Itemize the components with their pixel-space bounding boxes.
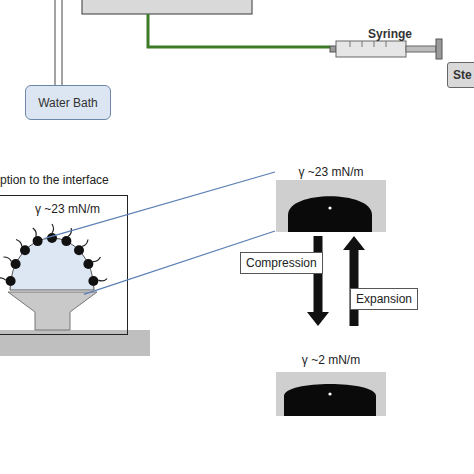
pedestal [8,292,97,330]
syringe-thumb [436,39,442,59]
surfactant-tail [68,228,71,236]
syringe-hub [330,46,336,52]
surfactant-head [83,259,93,269]
surfactant-head [61,236,71,246]
surfactant-head [33,236,43,246]
surfactant-tail [82,240,88,247]
syringe-mark [386,41,387,47]
surfactant-tail [33,228,36,236]
water-tube [54,0,55,85]
caption-fragment: ption to the interface [0,173,109,187]
part-label: Syringe [368,27,412,41]
surfactant-head [74,245,84,255]
drop [10,238,94,290]
node-text: Ste [453,68,474,82]
node-text: γ ~23 mN/m [35,202,127,216]
motor-box: Ste [447,62,474,88]
zoom-line [45,172,275,238]
surfactant-head [47,233,57,243]
surfactant-tail [4,257,12,262]
node-text: Water Bath [38,96,98,110]
tubing [148,14,330,47]
node-text: γ ~2 mN/m [275,353,387,367]
instrument-box [82,0,252,14]
edge-label: Compression [240,252,323,274]
surfactant-head [88,276,98,286]
water-tube [61,0,62,85]
block-arrow [307,236,329,326]
water-bath-box: Water Bath [25,85,111,120]
edge-label: Expansion [350,288,418,310]
syringe-mark [350,41,351,47]
syringe-plunger [406,46,436,52]
reflection [328,392,331,395]
block-arrow [343,236,365,326]
drop-image: γ ~23 mN/m [275,160,387,232]
surfactant-tail [93,257,101,262]
surfactant-head [6,276,16,286]
node-text: γ ~23 mN/m [275,165,387,179]
surfactant-tail [98,279,107,281]
syringe-mark [362,41,363,47]
drop-photo [276,372,386,416]
syringe-mark [374,41,375,47]
reflection [328,206,331,209]
surfactant-head [11,259,21,269]
surfactant-tail [0,278,6,280]
drop-photo [276,180,386,232]
drop-silhouette [288,196,372,232]
surfactant-tail [52,224,54,233]
syringe-barrel [336,41,406,57]
drop-panel: γ ~23 mN/m [0,195,128,335]
drop-silhouette [284,384,376,416]
drop-image: γ ~2 mN/m [275,330,387,418]
surfactant-tail [16,240,22,247]
surfactant-head [20,245,30,255]
